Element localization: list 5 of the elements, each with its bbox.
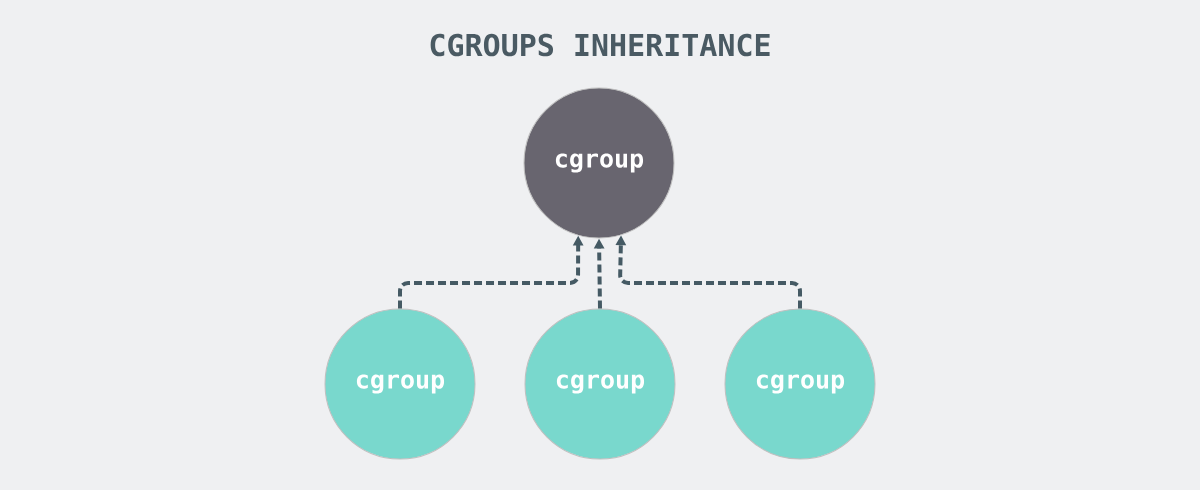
circle-node: cgroup xyxy=(523,87,675,239)
title: CGROUPS INHERITANCE xyxy=(430,33,770,57)
circle-node: cgroup xyxy=(524,308,676,460)
circle-node: cgroup xyxy=(724,308,876,460)
circle-node: cgroup xyxy=(324,308,476,460)
